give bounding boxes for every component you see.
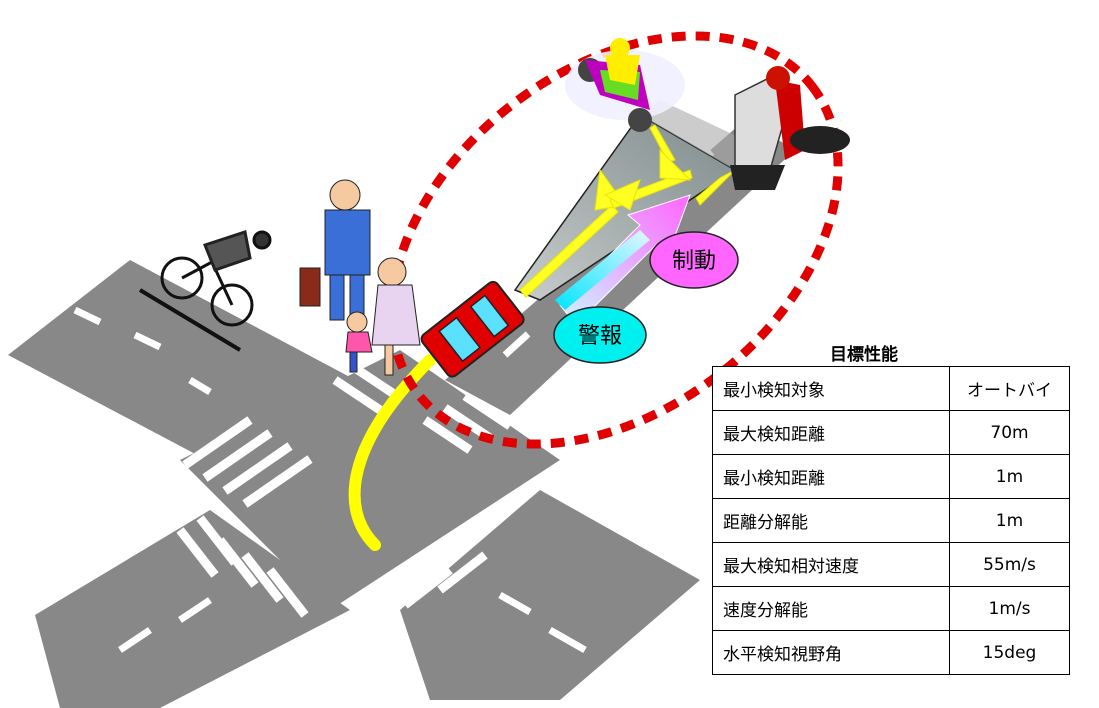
spec-item: 最小検知対象 [712,366,950,411]
vehicle-path-curve [348,354,436,551]
spec-item: 速度分解能 [712,586,950,631]
alarm-arrow [555,230,650,310]
spec-item: 最小検知距離 [712,454,950,499]
spec-value: 1m [949,454,1070,499]
yellow-arrows [519,124,736,298]
scooter-rider-icon [730,66,850,190]
radar-beam-top [640,100,745,170]
spec-value: 55m/s [949,542,1070,587]
cyclist-icon [138,230,272,352]
pedestrian-man-icon [299,179,371,321]
spec-item: 最大検知距離 [712,410,950,455]
crosswalk-bottom-right [402,536,488,609]
crosswalk-left [182,416,313,508]
braking-bubble: 制動 [649,231,739,289]
spec-row: 最小検知対象オートバイ [712,366,1070,411]
spec-value: 1m/s [949,586,1070,631]
road-lower-right-arm [400,490,700,700]
spec-value: オートバイ [949,366,1070,411]
detection-zone-ellipse [387,31,843,449]
spec-value: 70m [949,410,1070,455]
crosswalk-bottom-left [176,515,309,618]
motorcycle-icon [565,38,685,132]
pedestrian-family-icon [345,257,421,376]
spec-value: 15deg [949,630,1070,675]
spec-value: 1m [949,498,1070,543]
road-center [180,350,560,610]
spec-item: 距離分解能 [712,498,950,543]
braking-label: 制動 [672,249,716,274]
red-car [420,280,525,378]
alarm-bubble: 警報 [553,306,647,364]
spec-item: 水平検知視野角 [712,630,950,675]
spec-table-title: 目標性能 [830,345,898,365]
crosswalks [176,364,513,618]
spec-item: 最大検知相対速度 [712,542,950,587]
alarm-label: 警報 [578,324,622,349]
